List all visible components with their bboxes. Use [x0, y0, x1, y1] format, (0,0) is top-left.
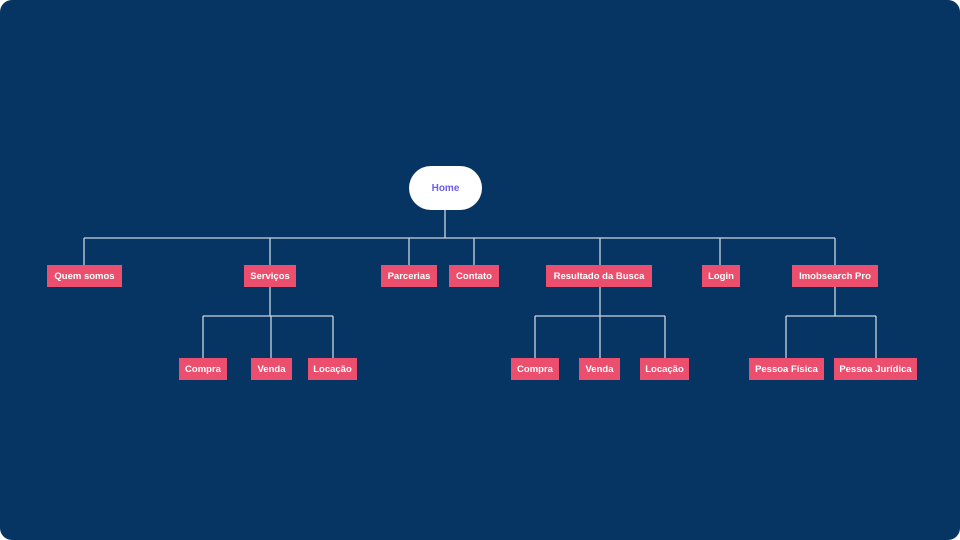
- node-servicos: Serviços: [244, 265, 296, 287]
- node-resultado-venda: Venda: [579, 358, 620, 380]
- node-pessoa-juridica: Pessoa Jurídica: [834, 358, 917, 380]
- node-home: Home: [409, 166, 482, 210]
- node-quem-somos: Quem somos: [47, 265, 122, 287]
- node-parcerias: Parcerias: [381, 265, 437, 287]
- node-resultado-locacao: Locação: [640, 358, 689, 380]
- node-servicos-venda: Venda: [251, 358, 292, 380]
- node-contato: Contato: [449, 265, 499, 287]
- node-resultado-busca: Resultado da Busca: [546, 265, 652, 287]
- node-login: Login: [702, 265, 740, 287]
- node-pessoa-fisica: Pessoa Física: [749, 358, 824, 380]
- node-resultado-compra: Compra: [511, 358, 559, 380]
- node-servicos-compra: Compra: [179, 358, 227, 380]
- node-servicos-locacao: Locação: [308, 358, 357, 380]
- node-imobsearch-pro: Imobsearch Pro: [792, 265, 878, 287]
